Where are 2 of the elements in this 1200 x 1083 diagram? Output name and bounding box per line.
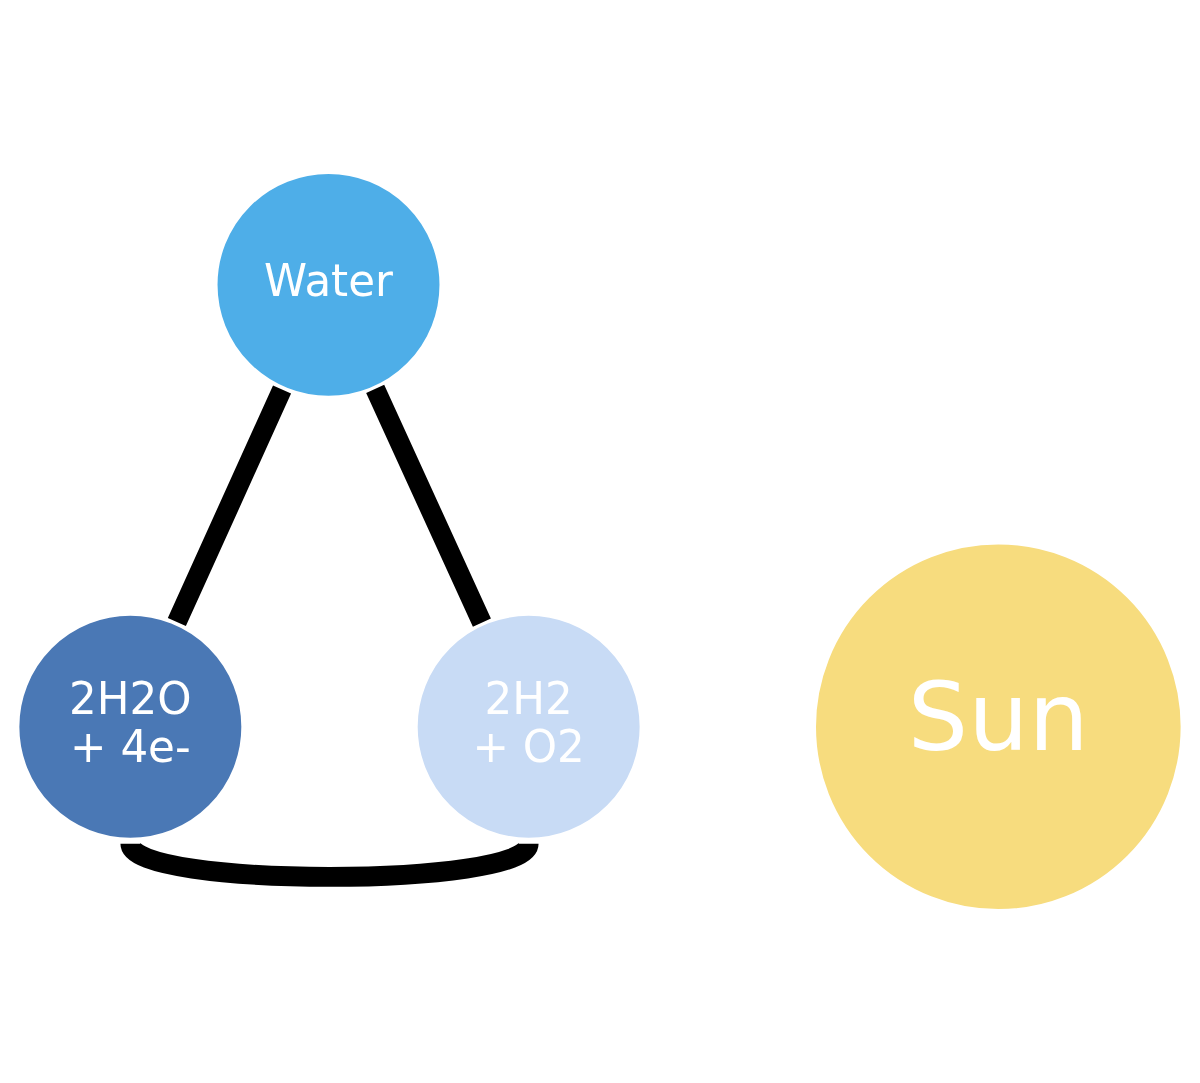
connector xyxy=(366,384,491,627)
connector xyxy=(167,385,292,627)
